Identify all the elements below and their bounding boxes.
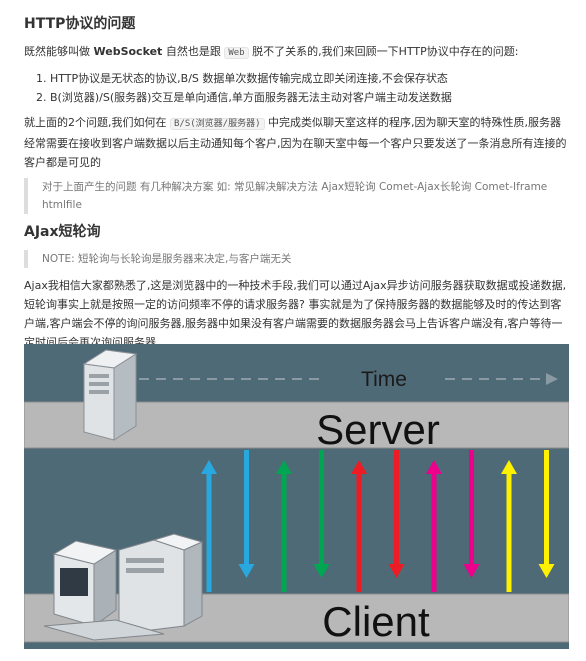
section-heading-ajax: AJax短轮询 — [24, 224, 101, 240]
arrow-blue-up — [201, 460, 217, 592]
list-item: HTTP协议是无状态的协议,B/S 数据单次数据传输完成立即关闭连接,不会保存状… — [50, 69, 570, 88]
arrow-red-up — [351, 460, 367, 592]
article-body: HTTP协议的问题 既然能够叫做 WebSocket 自然也是跟 Web 脱不了… — [24, 0, 570, 358]
chatroom-text-2: 中完成类似聊天室这样的程序,因为聊天室的特殊性质,服务器经常需要在接收到客户端数… — [24, 116, 567, 169]
arrow-green-up — [276, 460, 292, 592]
arrow-magenta-down — [463, 450, 480, 578]
client-label: Client — [322, 598, 430, 645]
solutions-quote: 对于上面产生的问题 有几种解决方案 如: 常见解决解决方法 Ajax短轮询 Co… — [24, 178, 570, 214]
arrow-green-down — [313, 450, 330, 578]
section-heading-http: HTTP协议的问题 — [24, 16, 136, 32]
inline-code-web: Web — [224, 47, 249, 59]
list-item: B(浏览器)/S(服务器)交互是单向通信,单方面服务器无法主动对客户端主动发送数… — [50, 88, 570, 107]
client-computer-icon — [43, 533, 204, 641]
arrow-red-down — [388, 450, 405, 578]
arrow-yellow-down — [538, 450, 555, 578]
time-arrow — [139, 373, 558, 385]
arrow-magenta-up — [426, 460, 442, 592]
time-label-bg — [324, 364, 444, 392]
clipped-previous-line — [24, 0, 570, 6]
chatroom-text-1: 就上面的2个问题,我们如何在 — [24, 116, 170, 129]
intro-text-3: 脱不了关系的,我们来回顾一下HTTP协议中存在的问题: — [248, 45, 519, 58]
arrow-yellow-up — [501, 460, 517, 592]
short-polling-diagram: Time Server Client — [24, 344, 569, 649]
ajax-paragraph: Ajax我相信大家都熟悉了,这是浏览器中的一种技术手段,我们可以通过Ajax异步… — [24, 279, 567, 349]
http-problems-list: HTTP协议是无状态的协议,B/S 数据单次数据传输完成立即关闭连接,不会保存状… — [24, 69, 570, 107]
inline-code-bs: B/S(浏览器/服务器) — [170, 118, 265, 130]
time-label: Time — [361, 368, 407, 391]
chatroom-paragraph: 就上面的2个问题,我们如何在 B/S(浏览器/服务器) 中完成类似聊天室这样的程… — [24, 113, 570, 172]
intro-paragraph: 既然能够叫做 WebSocket 自然也是跟 Web 脱不了关系的,我们来回顾一… — [24, 42, 570, 63]
arrow-blue-down — [238, 450, 255, 578]
server-computer-icon — [82, 349, 138, 441]
intro-text-2: 自然也是跟 — [162, 45, 225, 58]
note-quote: NOTE: 短轮询与长轮询是服务器来决定,与客户端无关 — [24, 250, 570, 268]
intro-websocket-bold: WebSocket — [93, 45, 163, 58]
server-label: Server — [316, 406, 440, 453]
request-response-arrows — [201, 450, 555, 592]
intro-text-1: 既然能够叫做 — [24, 45, 94, 58]
